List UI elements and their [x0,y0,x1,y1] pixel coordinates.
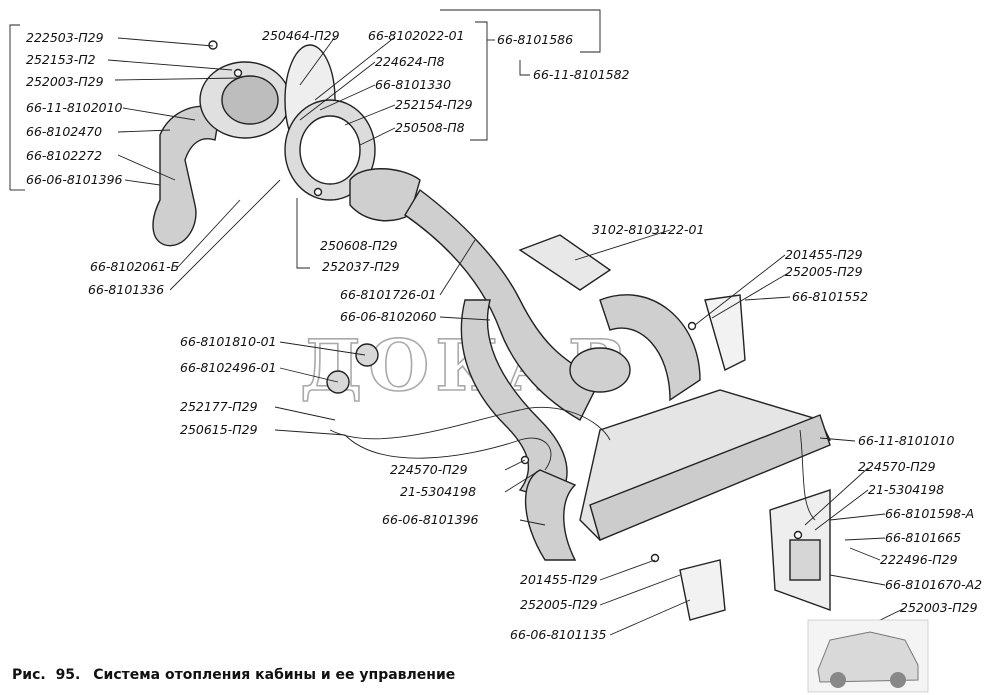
control-cable-a [329,406,611,441]
label-250508: 250508-П8 [395,120,465,135]
label-66-11-8101010: 66-11-8101010 [858,433,955,448]
label-201455-b: 201455-П29 [520,572,598,587]
label-66-8102496-01: 66-8102496-01 [180,360,277,375]
label-252037: 252037-П29 [322,259,400,274]
fan-assembly-exploded [152,40,421,247]
nut-icon [313,187,323,197]
hose-long-upper [404,188,601,421]
vehicle-thumbnail [807,619,929,693]
screw-222503 [208,40,218,50]
control-knob-upper [355,343,379,367]
label-66-8101670-a2: 66-8101670-А2 [885,577,982,592]
bracket-lower [679,559,726,621]
tee-duct [518,234,612,291]
heater-main [326,188,831,621]
leader-lines [107,36,906,636]
label-66-06-8101396-a: 66-06-8101396 [26,172,123,187]
caption-prefix: Рис. [12,667,46,683]
label-66-8101598-a: 66-8101598-А [885,506,974,521]
bracket-608-group [296,198,310,269]
label-66-06-8102060: 66-06-8102060 [340,309,437,324]
wheel-rear-icon [890,672,906,688]
label-250608: 250608-П29 [320,238,398,253]
label-66-8101330: 66-8101330 [375,77,451,92]
heater-grille [589,414,831,541]
screw-201455-upper [687,321,697,331]
label-66-11-8102010: 66-11-8102010 [26,100,123,115]
washer-icon [233,68,243,78]
label-252153: 252153-П2 [26,52,96,67]
gasket-ring-inner [299,115,361,185]
label-250615: 250615-П29 [180,422,258,437]
label-21-5304198-b: 21-5304198 [868,482,944,497]
label-201455-a: 201455-П29 [785,247,863,262]
group-brackets [9,9,601,269]
bracket-left-group [9,24,20,190]
label-224624: 224624-П8 [375,54,445,69]
label-224570-a: 224570-П29 [390,462,468,477]
label-66-8102022-01: 66-8102022-01 [368,28,465,43]
screw-201455-lower [650,553,660,563]
label-66-8102272: 66-8102272 [26,148,102,163]
label-66-11-8101582: 66-11-8101582 [533,67,630,82]
hose-upper-left [152,105,221,247]
part-labels: 222503-П29 252153-П2 252003-П29 66-11-81… [26,28,982,642]
label-66-06-8101396-b: 66-06-8101396 [382,512,479,527]
label-66-8102470: 66-8102470 [26,124,102,139]
caption-title: Система отопления кабины и ее управление [93,667,455,683]
label-66-8101586: 66-8101586 [497,32,573,47]
label-252005-b: 252005-П29 [520,597,598,612]
label-224570-b: 224570-П29 [858,459,936,474]
fan-motor-cover [221,75,279,125]
control-cable-b [344,434,552,471]
screw-224570-right [793,530,803,540]
figure-caption: Рис. 95. Система отопления кабины и ее у… [12,667,455,683]
label-3102-8103122-01: 3102-8103122-01 [592,222,704,237]
label-66-8101552: 66-8101552 [792,289,868,304]
label-222496: 222496-П29 [880,552,958,567]
side-panel-window [789,539,821,581]
wheel-front-icon [830,672,846,688]
label-66-8102061-b: 66-8102061-Б [90,259,179,274]
label-21-5304198-a: 21-5304198 [400,484,476,499]
label-66-8101665: 66-8101665 [885,530,961,545]
heater-fan-motor [569,347,631,393]
label-222503: 222503-П29 [26,30,104,45]
bracket-582-hook [519,60,530,76]
bracket-center-group [470,21,488,141]
control-cable-c [799,429,816,521]
hose-stub-lower [524,469,577,561]
label-66-8101810-01: 66-8101810-01 [180,334,277,349]
label-252177: 252177-П29 [180,399,258,414]
label-252003-b: 252003-П29 [900,600,978,615]
label-66-8101726-01: 66-8101726-01 [340,287,437,302]
label-66-06-8101135: 66-06-8101135 [510,627,607,642]
hose-elbow [599,294,701,402]
label-250464: 250464-П29 [262,28,340,43]
label-252005-a: 252005-П29 [785,264,863,279]
label-252154: 252154-П29 [395,97,473,112]
label-66-8101336: 66-8101336 [88,282,164,297]
label-252003a: 252003-П29 [26,74,104,89]
bracket-upper [704,294,746,372]
caption-number: 95. [56,667,81,683]
bracket-top-group [440,9,601,53]
